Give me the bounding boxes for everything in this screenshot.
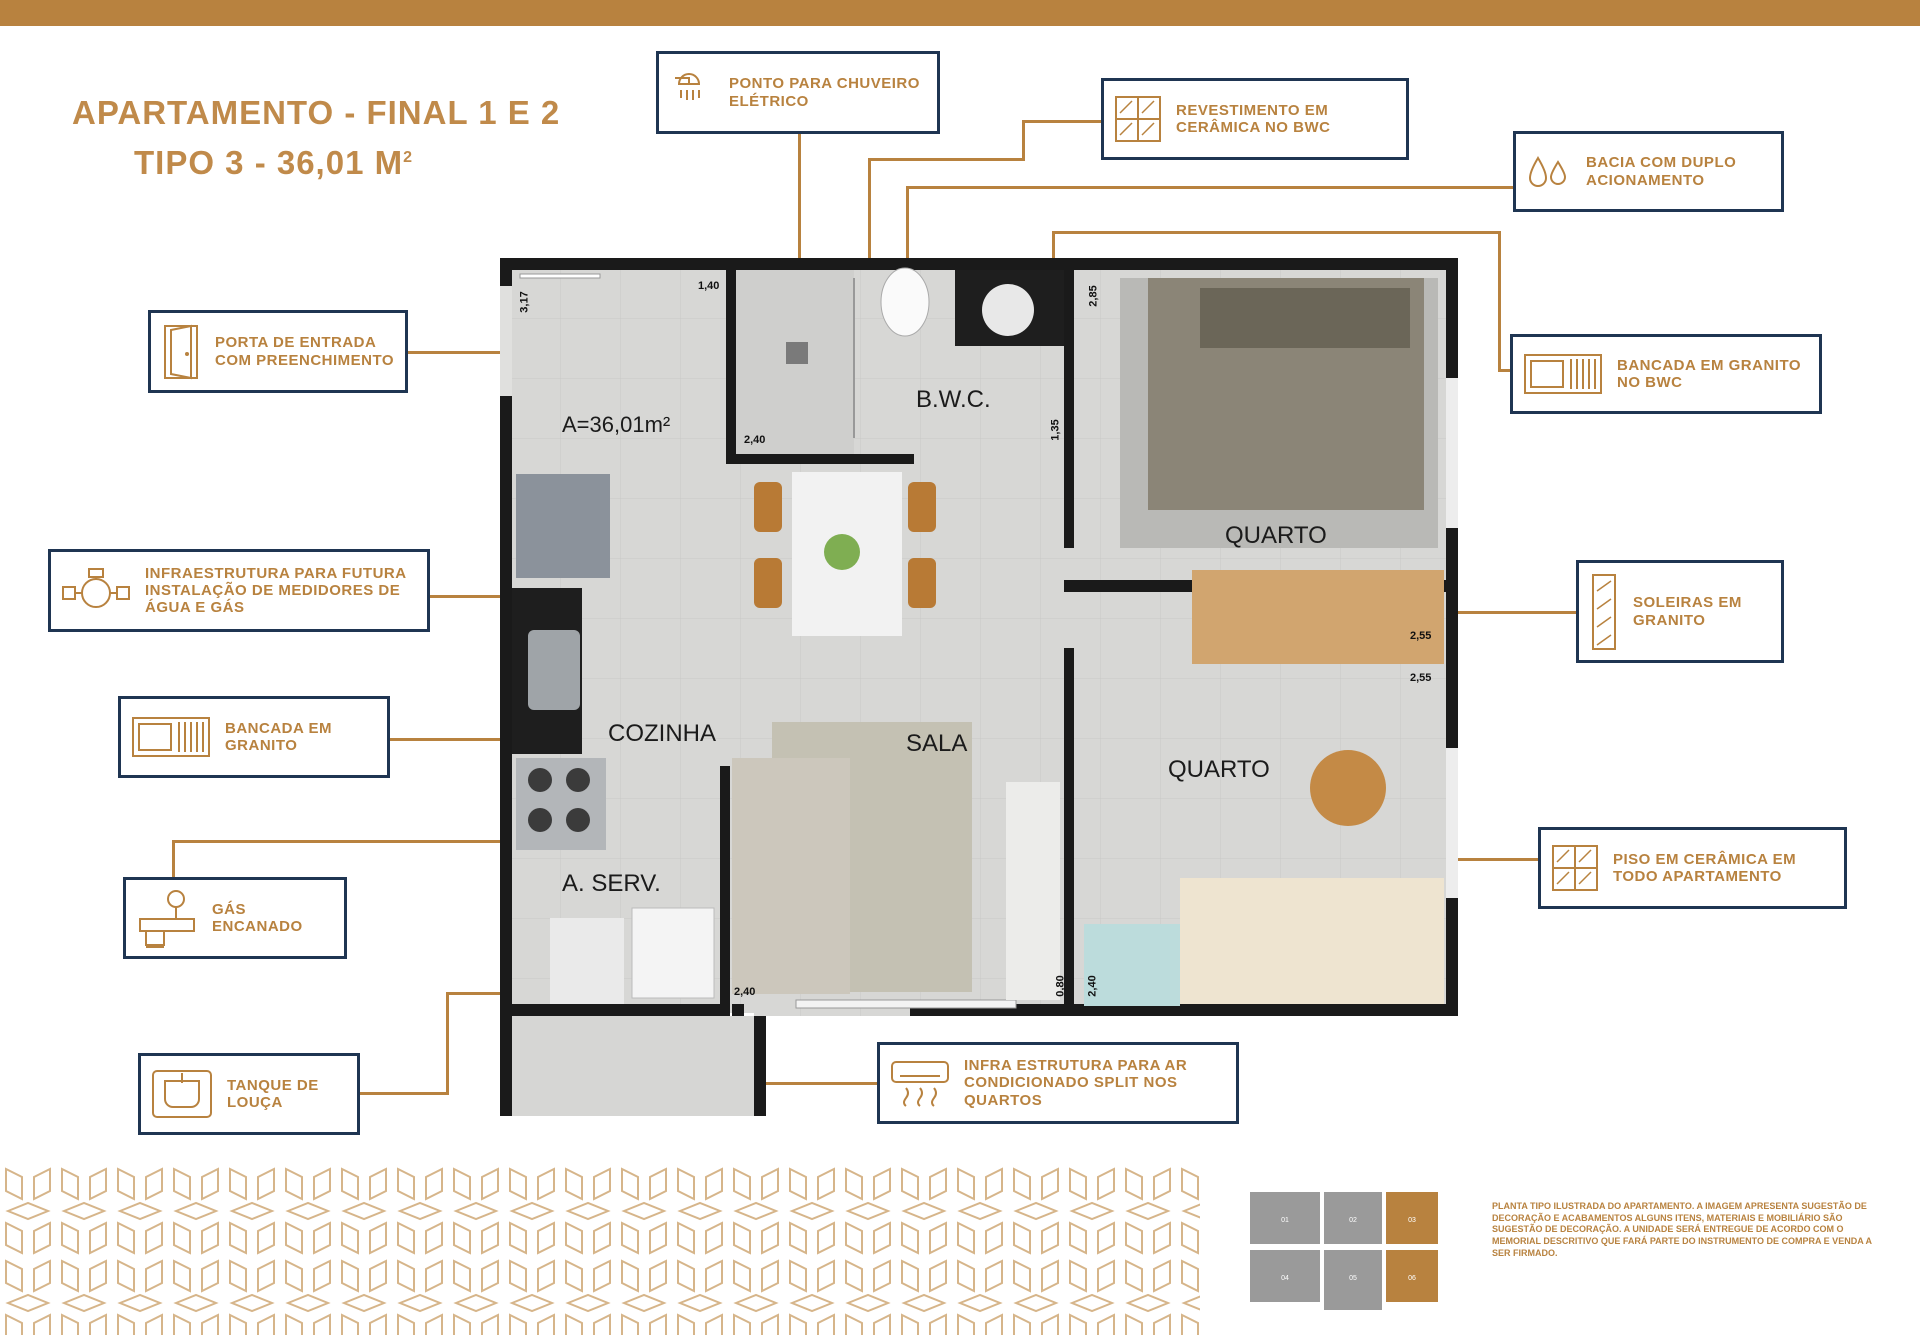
dimension-label: 2,55: [1410, 630, 1432, 642]
laundry-tank: [550, 918, 624, 1004]
key-plan: 01 02 03 04 05 06: [1250, 1192, 1438, 1310]
dimension-label: 0,80: [1054, 975, 1067, 997]
wall-east: [1446, 258, 1458, 1016]
dimension-label: 2,85: [1087, 285, 1100, 307]
callout-piso: PISO EM CERÂMICA EM TODO APARTAMENTO: [1538, 827, 1847, 909]
refrigerator: [516, 474, 610, 578]
callout-revestimento: REVESTIMENTO EM CERÂMICA NO BWC: [1101, 78, 1409, 160]
room-label-quarto-1: QUARTO: [1225, 522, 1327, 549]
dimension-label: 2,40: [1086, 975, 1099, 997]
connector-line: [1498, 369, 1512, 372]
toilet: [880, 267, 930, 337]
room-label-quarto-2: QUARTO: [1168, 756, 1270, 783]
keyplan-unit-label: 03: [1408, 1217, 1416, 1224]
wall-west: [500, 258, 512, 1016]
floor-plan: [500, 258, 1458, 1016]
connector-line: [1052, 231, 1500, 234]
threshold-icon: [1589, 573, 1619, 651]
dimension-label: 2,40: [734, 986, 756, 998]
wall-bwc-south: [726, 454, 914, 464]
desk: [1084, 924, 1180, 1006]
washing-machine: [631, 907, 715, 999]
sofa: [732, 758, 850, 994]
connector-line: [672, 1082, 880, 1085]
connector-line: [172, 840, 175, 882]
callout-porta: PORTA DE ENTRADA COM PREENCHIMENTO: [148, 310, 408, 393]
keyplan-unit-label: 02: [1349, 1217, 1357, 1224]
callout-bancada-bwc: BANCADA EM GRANITO NO BWC: [1510, 334, 1822, 414]
connector-line: [906, 186, 1516, 189]
keyplan-unit-label: 04: [1281, 1275, 1289, 1282]
tile-icon: [1114, 95, 1162, 143]
window: [1446, 378, 1458, 528]
callout-soleiras: SOLEIRAS EM GRANITO: [1576, 560, 1784, 663]
connector-line: [906, 186, 909, 296]
dimension-label: 2,40: [744, 434, 766, 446]
room-label-sala: SALA: [906, 730, 968, 757]
single-bed: [1180, 878, 1444, 1004]
connector-line: [388, 738, 523, 741]
wardrobe: [1192, 594, 1444, 664]
room-label-aserv: A. SERV.: [562, 870, 661, 897]
granite-counter-icon: [1523, 351, 1603, 397]
dimension-label: 2,55: [1410, 672, 1432, 684]
callout-gas: GÁS ENCANADO: [123, 877, 347, 959]
air-conditioner-icon: [890, 1058, 950, 1108]
connector-line: [798, 132, 801, 292]
room-label-cozinha: COZINHA: [608, 720, 716, 747]
door-icon: [161, 324, 201, 380]
dimension-label: 1,35: [1049, 419, 1062, 441]
pouf: [1310, 750, 1386, 826]
connector-line: [1498, 231, 1501, 371]
disclaimer-note: PLANTA TIPO ILUSTRADA DO APARTAMENTO. A …: [1492, 1201, 1872, 1258]
callout-chuveiro: PONTO PARA CHUVEIRO ELÉTRICO: [656, 51, 940, 134]
callout-bancada: BANCADA EM GRANITO: [118, 696, 390, 778]
meter-icon: [61, 563, 131, 619]
connector-line: [1022, 120, 1102, 123]
service-balcony: [500, 1016, 766, 1116]
tile-icon: [1551, 844, 1599, 892]
connector-line: [1022, 120, 1025, 160]
water-drops-icon: [1526, 152, 1572, 192]
wall-north: [500, 258, 1458, 270]
room-label-bwc: B.W.C.: [916, 386, 991, 413]
callout-tanque: TANQUE DE LOUÇA: [138, 1053, 360, 1135]
shower-icon: [669, 70, 715, 116]
top-accent-bar: [0, 0, 1920, 26]
area-label: A=36,01m²: [562, 412, 671, 437]
granite-counter-icon: [131, 714, 211, 760]
connector-line: [172, 840, 518, 843]
wall-bwc-west: [726, 268, 736, 464]
callout-bacia: BACIA COM DUPLO ACIONAMENTO: [1513, 131, 1784, 212]
stove: [516, 758, 606, 850]
dimension-label: 1,40: [698, 280, 720, 292]
tv-rack: [1006, 782, 1060, 1000]
keyplan-unit-label: 06: [1408, 1275, 1416, 1282]
keyplan-unit-label: 05: [1349, 1275, 1357, 1282]
gas-pipe-icon: [136, 887, 198, 949]
callout-medidores: INFRAESTRUTURA PARA FUTURA INSTALAÇÃO DE…: [48, 549, 430, 632]
page-title: APARTAMENTO - FINAL 1 E 2: [72, 94, 561, 131]
entry-door: [500, 286, 512, 396]
callout-ar: INFRA ESTRUTURA PARA AR CONDICIONADO SPL…: [877, 1042, 1239, 1124]
window: [795, 999, 1017, 1009]
decorative-pattern: [0, 1165, 1200, 1335]
connector-line: [868, 158, 1025, 161]
page-subtitle: TIPO 3 - 36,01 M2: [134, 144, 413, 181]
sink-icon: [151, 1069, 213, 1119]
wall-bedroom-west: [1064, 268, 1074, 548]
connector-line: [405, 351, 525, 354]
keyplan-unit-label: 01: [1281, 1217, 1289, 1224]
connector-line: [446, 992, 449, 1092]
window: [1446, 748, 1458, 898]
connector-line: [358, 1092, 449, 1095]
dimension-label: 3,17: [518, 291, 531, 313]
